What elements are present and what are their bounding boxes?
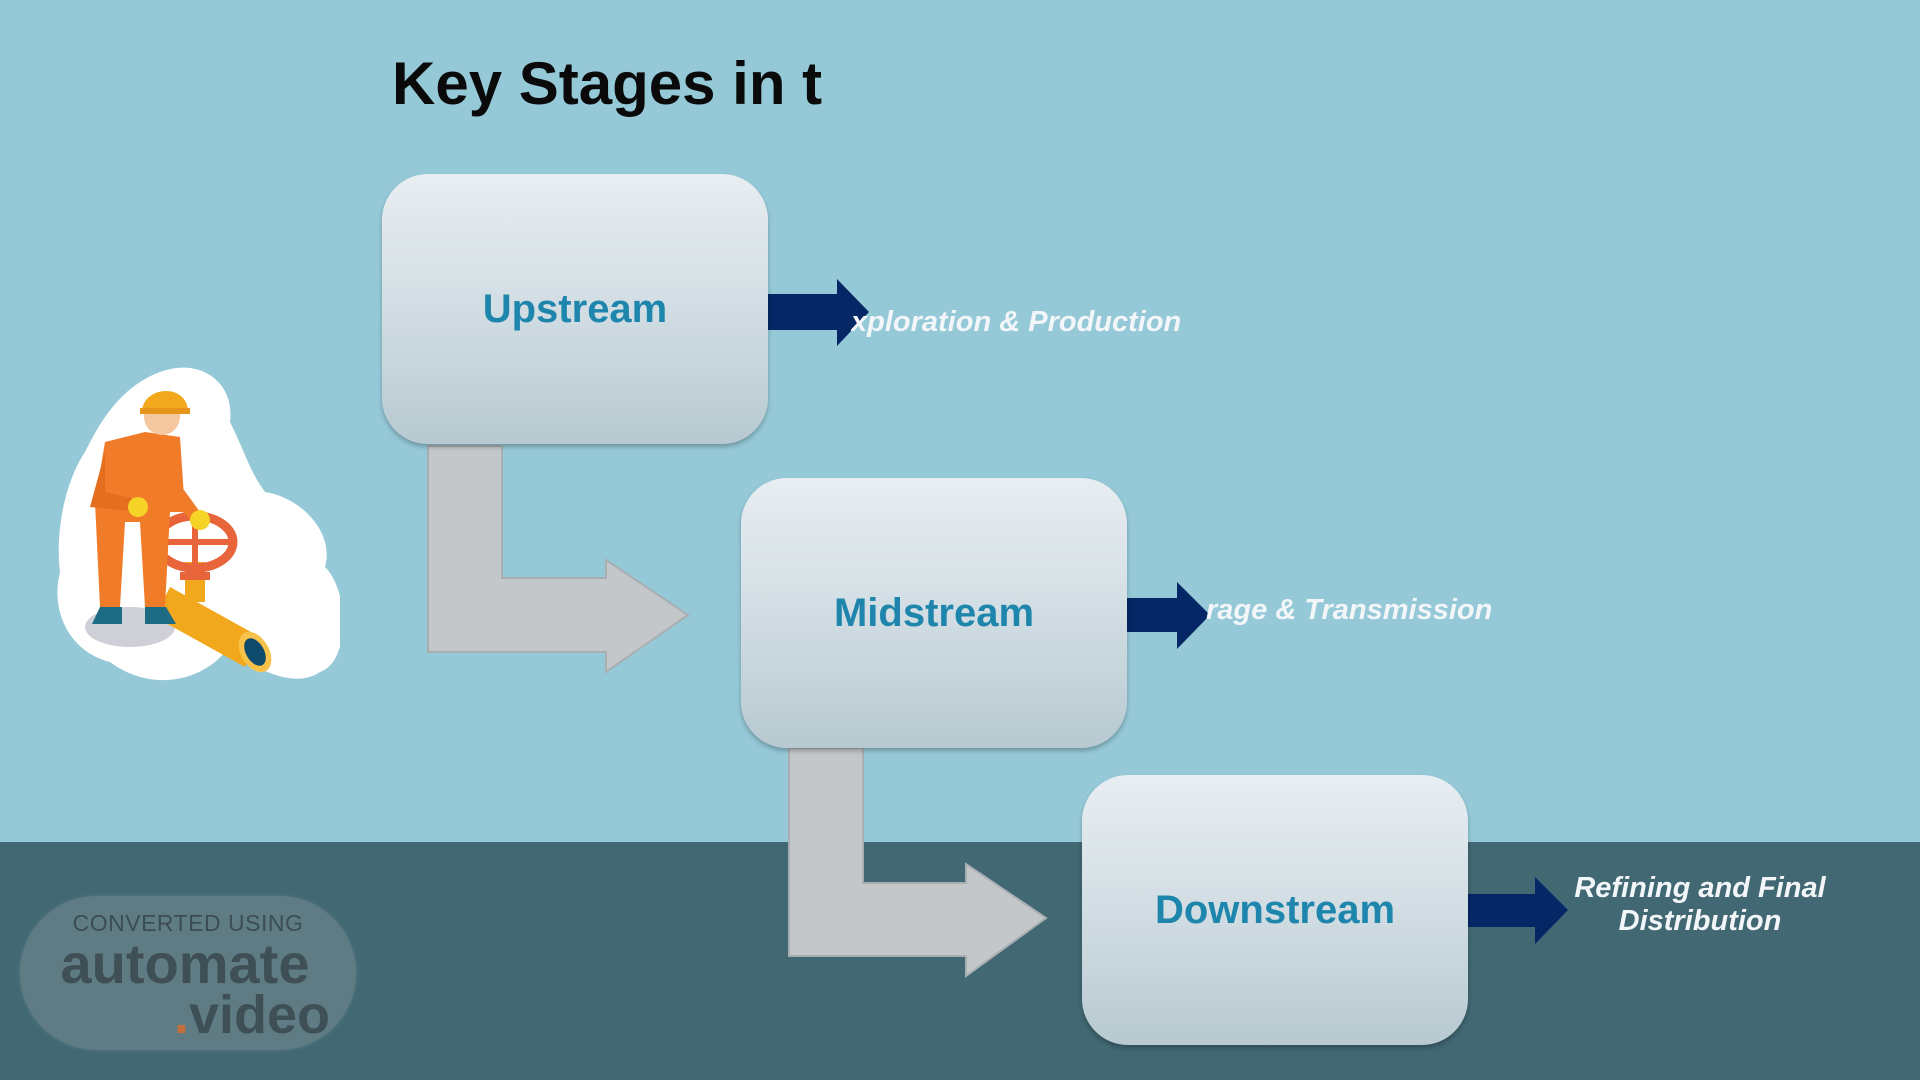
stage-box-upstream: Upstream <box>382 174 768 444</box>
watermark-badge: CONVERTED USING automate .video <box>20 896 356 1050</box>
stage-label-midstream: Midstream <box>833 590 1035 635</box>
worker-with-valve-illustration <box>57 367 340 681</box>
output-arrow-upstream <box>768 279 869 346</box>
output-arrow-downstream <box>1468 877 1568 944</box>
page-title: Key Stages in t <box>392 50 823 117</box>
watermark-dot: . <box>173 985 189 1045</box>
caption-downstream: Refining and Final Distribution <box>1574 872 1826 937</box>
watermark-line2: automate <box>60 932 310 995</box>
watermark-line3: .video <box>130 986 330 1044</box>
stage-box-downstream: Downstream <box>1082 775 1468 1045</box>
watermark-line1: CONVERTED USING <box>72 910 304 936</box>
stage-label-upstream: Upstream <box>482 286 668 331</box>
stage-label-downstream: Downstream <box>1154 887 1396 932</box>
stage-box-midstream: Midstream <box>741 478 1127 748</box>
output-arrow-midstream <box>1124 582 1210 649</box>
watermark-line3-text: video <box>188 985 330 1045</box>
caption-midstream: rage & Transmission <box>1206 594 1493 626</box>
connector-arrow-midstream-to-downstream <box>788 747 1048 978</box>
connector-arrow-upstream-to-midstream <box>427 445 690 674</box>
caption-upstream: xploration & Production <box>851 306 1182 338</box>
